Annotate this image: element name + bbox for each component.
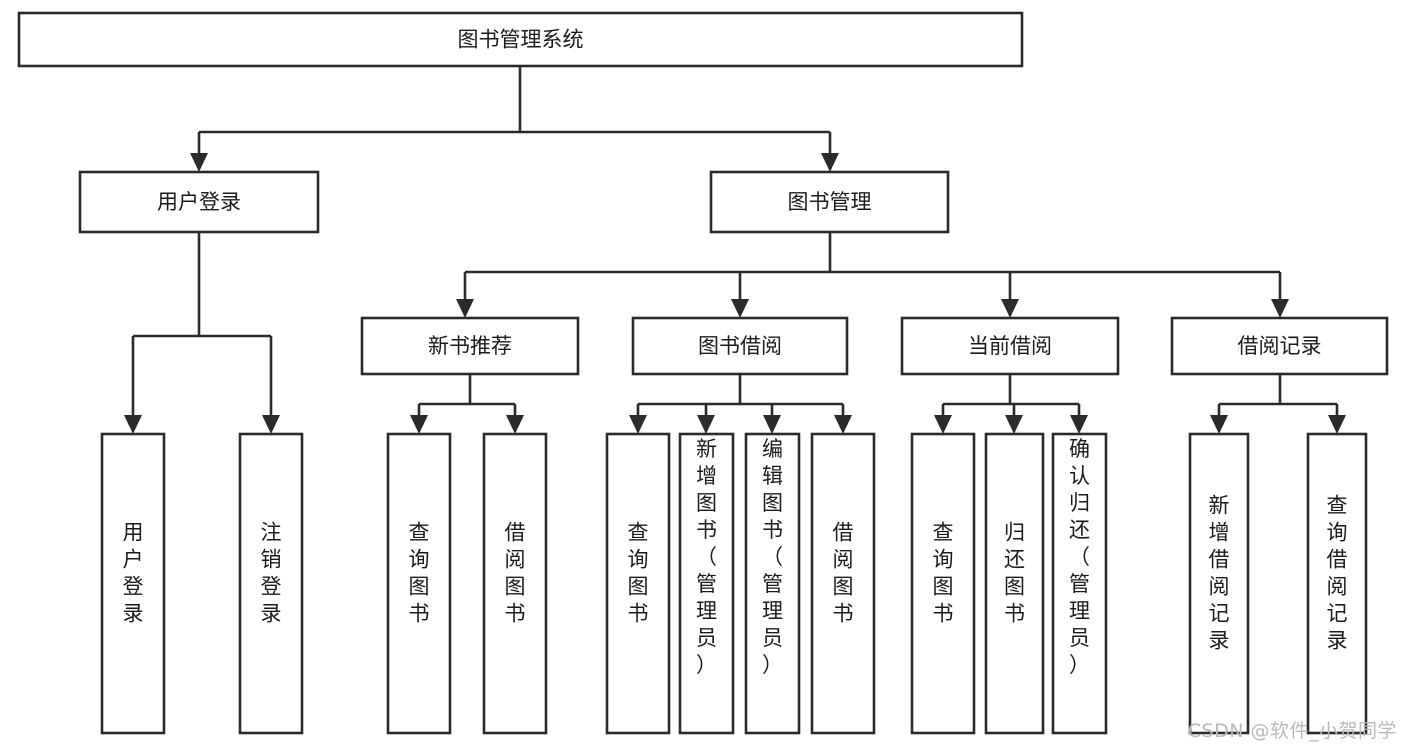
node-book-management[interactable]: 图书管理 [709, 170, 950, 234]
connector-arrowhead [1271, 299, 1289, 318]
node-user-login[interactable]: 用户登录 [78, 170, 320, 234]
node-label-leaf-add-book-admin: 新增图书（管理员） [696, 437, 717, 677]
node-current-borrow[interactable]: 当前借阅 [900, 316, 1120, 376]
node-label-root: 图书管理系统 [458, 28, 584, 52]
node-box-leaf-query-book-current[interactable] [910, 432, 976, 735]
node-leaf-add-borrow-record[interactable]: 新增借阅记录 [1188, 432, 1250, 735]
node-label-leaf-confirm-return-admin: 确认归还（管理员） [1069, 437, 1090, 677]
node-leaf-logout[interactable]: 注销登录 [238, 432, 304, 735]
node-box-leaf-query-borrow-record[interactable] [1306, 432, 1368, 735]
node-label-book-management: 图书管理 [788, 190, 872, 214]
connector-arrowhead [731, 299, 749, 318]
connector-arrowhead [763, 415, 781, 434]
node-leaf-borrow-book-recommend[interactable]: 借阅图书 [482, 432, 548, 735]
node-label-leaf-query-book-recommend: 查询图书 [409, 521, 430, 626]
node-label-borrow-records: 借阅记录 [1238, 334, 1322, 358]
connector-group-borrow-to-leaves [638, 374, 843, 406]
node-box-leaf-borrow-book[interactable] [810, 432, 876, 735]
node-leaf-query-book-recommend[interactable]: 查询图书 [386, 432, 452, 735]
connector-arrowhead [1005, 415, 1023, 434]
watermark-label: CSDN @软件_小贺同学 [1187, 720, 1397, 742]
connector-arrowhead [1001, 299, 1019, 318]
node-box-borrow-records[interactable] [1170, 316, 1389, 376]
node-leaf-query-book[interactable]: 查询图书 [605, 432, 671, 735]
node-book-borrow[interactable]: 图书借阅 [631, 316, 849, 376]
node-box-leaf-query-book[interactable] [605, 432, 671, 735]
node-borrow-records[interactable]: 借阅记录 [1170, 316, 1389, 376]
node-label-leaf-add-borrow-record: 新增借阅记录 [1209, 494, 1230, 653]
connector-arrowhead [1210, 415, 1228, 434]
node-box-new-book-recommend[interactable] [360, 316, 580, 376]
connector-group-recommend-to-leaves [419, 374, 515, 406]
node-box-root[interactable] [17, 11, 1024, 68]
connector-arrowhead [124, 415, 142, 434]
connector-arrowhead [506, 415, 524, 434]
node-label-book-borrow: 图书借阅 [698, 334, 782, 358]
connector-arrowhead [410, 415, 428, 434]
connector-arrowhead [821, 153, 839, 172]
node-leaf-borrow-book[interactable]: 借阅图书 [810, 432, 876, 735]
node-box-current-borrow[interactable] [900, 316, 1120, 376]
node-label-leaf-return-book: 归还图书 [1004, 521, 1025, 626]
connectors-layer [124, 66, 1346, 434]
connector-arrowhead [834, 415, 852, 434]
node-label-leaf-edit-book-admin: 编辑图书（管理员） [762, 437, 783, 677]
node-label-leaf-query-book-current: 查询图书 [933, 521, 954, 626]
node-box-leaf-borrow-book-recommend[interactable] [482, 432, 548, 735]
node-box-leaf-logout[interactable] [238, 432, 304, 735]
node-box-leaf-query-book-recommend[interactable] [386, 432, 452, 735]
node-box-leaf-return-book[interactable] [984, 432, 1045, 735]
connector-arrowhead [262, 415, 280, 434]
node-root[interactable]: 图书管理系统 [17, 11, 1024, 68]
node-box-book-management[interactable] [709, 170, 950, 234]
node-label-user-login: 用户登录 [157, 190, 241, 214]
node-leaf-confirm-return-admin[interactable]: 确认归还（管理员） [1051, 432, 1108, 735]
node-box-user-login[interactable] [78, 170, 320, 234]
connector-group-root-to-level2 [199, 66, 830, 134]
nodes-layer: 图书管理系统用户登录图书管理新书推荐图书借阅当前借阅借阅记录用户登录注销登录查询… [17, 11, 1389, 735]
node-label-new-book-recommend: 新书推荐 [428, 334, 512, 358]
connector-group-records-to-leaves [1219, 374, 1337, 406]
node-box-leaf-confirm-return-admin[interactable] [1051, 432, 1108, 735]
node-leaf-return-book[interactable]: 归还图书 [984, 432, 1045, 735]
connector-arrowhead [629, 415, 647, 434]
connector-arrowhead [190, 153, 208, 172]
node-label-current-borrow: 当前借阅 [968, 334, 1052, 358]
connector-group-management-to-level3 [465, 232, 1280, 274]
connector-arrowhead [456, 299, 474, 318]
node-label-leaf-query-borrow-record: 查询借阅记录 [1327, 494, 1348, 653]
connector-arrowhead [697, 415, 715, 434]
node-new-book-recommend[interactable]: 新书推荐 [360, 316, 580, 376]
connector-group-login-to-leaves [133, 232, 271, 338]
node-box-leaf-user-login[interactable] [100, 432, 166, 735]
node-leaf-add-book-admin[interactable]: 新增图书（管理员） [678, 432, 735, 735]
node-leaf-user-login[interactable]: 用户登录 [100, 432, 166, 735]
node-box-leaf-edit-book-admin[interactable] [744, 432, 801, 735]
connector-group-current-to-leaves [943, 374, 1079, 406]
connector-arrowhead [1328, 415, 1346, 434]
node-label-leaf-user-login: 用户登录 [123, 521, 144, 626]
node-leaf-edit-book-admin[interactable]: 编辑图书（管理员） [744, 432, 801, 735]
node-label-leaf-logout: 注销登录 [261, 521, 282, 626]
node-box-leaf-add-book-admin[interactable] [678, 432, 735, 735]
node-leaf-query-borrow-record[interactable]: 查询借阅记录 [1306, 432, 1368, 735]
node-leaf-query-book-current[interactable]: 查询图书 [910, 432, 976, 735]
connector-arrowhead [934, 415, 952, 434]
node-label-leaf-query-book: 查询图书 [628, 521, 649, 626]
node-box-leaf-add-borrow-record[interactable] [1188, 432, 1250, 735]
node-label-leaf-borrow-book: 借阅图书 [833, 521, 854, 626]
node-label-leaf-borrow-book-recommend: 借阅图书 [505, 521, 526, 626]
connector-arrowhead [1070, 415, 1088, 434]
node-box-book-borrow[interactable] [631, 316, 849, 376]
